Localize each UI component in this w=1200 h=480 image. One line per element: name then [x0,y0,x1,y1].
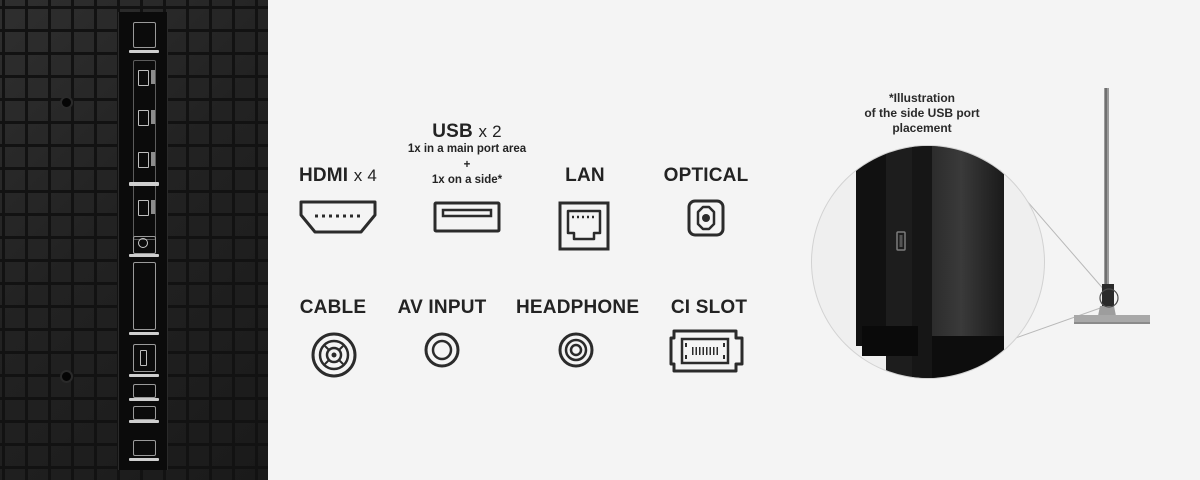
ci-slot-name: CI SLOT [670,297,748,318]
caption-line-2: of the side USB port [864,106,980,120]
usb-title: USB x 2 [412,121,522,143]
caption-line-3: placement [892,121,952,135]
mount-screw-hole [62,372,71,381]
side-usb-zoom-view [812,146,1044,378]
side-usb-port [896,231,906,251]
ci-slot-title: CI SLOT [668,297,750,319]
hdmi-title: HDMI x 4 [298,165,378,187]
cable-title: CABLE [297,297,369,319]
port-strip [118,12,168,470]
ethernet-jack [133,22,156,48]
av-in-label [129,398,159,401]
hdmi-port-label [151,70,155,84]
usb-note-line-1: 1x in a main port area [407,143,527,155]
hdmi-count: x 4 [353,166,378,185]
usb-name: USB [432,121,473,142]
av-input-icon [424,332,460,368]
optical-label [129,458,159,461]
usb-note-line-2: + [463,158,471,171]
usb-label [129,374,159,377]
hdmi-port-label [151,152,155,166]
ci-slot-label [129,332,159,335]
ethernet-label [129,50,159,53]
headphone-title: HEADPHONE [516,297,640,319]
hdmi-port-4 [138,200,149,216]
tv-side-profile [1074,88,1150,324]
hdmi-port-1 [138,70,149,86]
cable-name: CABLE [299,297,367,318]
caption-line-1: *Illustration [888,91,955,105]
hdmi-port-label [151,200,155,214]
cable-sat-label [129,254,159,257]
lan-title: LAN [557,165,613,187]
ci-slot-icon [669,328,746,374]
cable-icon [311,332,357,378]
illustration-caption: *Illustration of the side USB port place… [852,91,992,136]
audio-out-box [133,406,156,420]
hdmi-logo [129,182,159,186]
optical-icon [687,199,725,237]
hdmi-port-2 [138,110,149,126]
optical-box [133,440,156,456]
hdmi-icon [298,199,378,235]
optical-name: OPTICAL [663,165,749,186]
usb-note: 1x in a main port area + 1x on a side* [392,142,542,189]
cable-sat-jack [138,238,148,248]
lan-icon [558,201,610,251]
cable-sat-jack-box [133,236,156,254]
av-input-name: AV INPUT [397,297,487,318]
tv-back-panel-photo [0,0,268,480]
usb-port-box [133,344,156,372]
usb-note-line-3: 1x on a side* [431,174,503,187]
usb-port [140,350,147,366]
audio-out-label [129,420,159,423]
usb-count: x 2 [478,122,502,141]
av-in-box [133,384,156,398]
headphone-icon [558,332,594,368]
mount-screw-hole [62,98,71,107]
optical-title: OPTICAL [660,165,752,187]
usb-icon [433,201,501,233]
hdmi-name: HDMI [298,165,349,186]
hdmi-port-label [151,110,155,124]
headphone-name: HEADPHONE [516,297,640,318]
av-input-title: AV INPUT [396,297,488,319]
ci-slot [133,262,156,330]
lan-name: LAN [565,165,605,186]
hdmi-port-3 [138,152,149,168]
